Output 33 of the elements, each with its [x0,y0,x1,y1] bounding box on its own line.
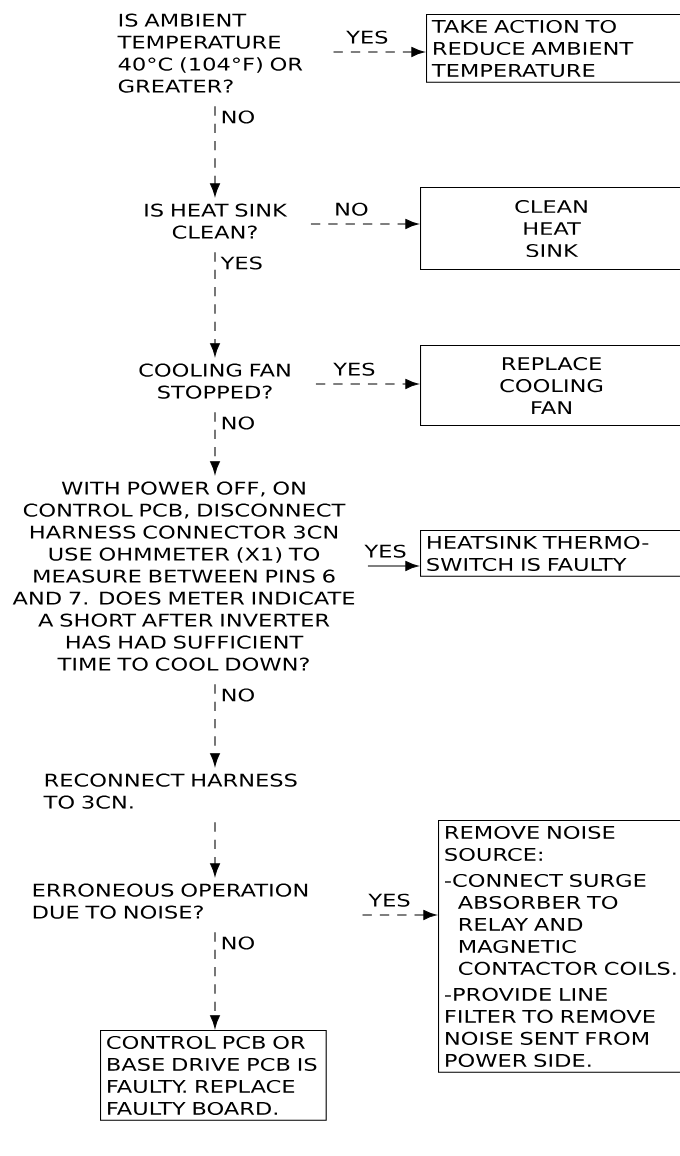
edge-label: YES [219,255,265,271]
arrow [310,219,419,229]
edge-label: YES [344,29,390,46]
arrow [210,821,220,877]
action-box: CLEAN HEAT SINK [420,187,680,271]
arrow [315,379,419,389]
edge-label: NO [219,935,257,951]
question-text: COOLING FAN STOPPED? [139,363,290,399]
edge-label: YES [331,361,377,378]
action-box: TAKE ACTION TO REDUCE AMBIENT TEMPERATURE [426,14,680,83]
action-box: CONTROL PCB OR BASE DRIVE PCB IS FAULTY. REPLACE FAULTY BOARD. [100,1030,327,1121]
arrow [362,910,437,920]
edge-label: NO [219,415,257,431]
edge-label: YES [367,892,412,909]
arrow [210,683,220,767]
action-box: HEATSINK THERMO-SWITCH IS FAULTY [420,530,680,577]
edge-label: NO [332,201,370,218]
edge-label: NO [219,687,257,703]
question-text: ERRONEOUS OPERATION DUE TO NOISE? [33,883,308,919]
action-box: REPLACE COOLING FAN [420,345,680,427]
edge-label: YES [363,543,409,560]
arrow [210,931,220,1029]
arrow [367,561,419,571]
question-text: WITH POWER OFF, ON CONTROL PCB, DISCONNECT HARNESS CONNECTOR 3CN USE OHMMETER (X1) TO MEASURE BETWEEN PINS 6 AND 7. DOES METER INDICATE A SHORT AFTER INVERTER HAS HAD SUFFICIENT TIME TO COOL DOWN? [12,481,355,671]
question-text: IS HEAT SINK CLEAN? [145,203,288,239]
question-text: RECONNECT HARNESS TO 3CN. [43,773,297,809]
action-box: REMOVE NOISE SOURCE: -CONNECT SURGE ABSORBER TO RELAY AND MAGNETIC CONTACTOR COILS. -PROVIDE LINE FILTER TO REMOVE NOISE SENT FROM POWER SIDE. [438,820,680,1073]
arrow [210,411,220,475]
question-text: IS AMBIENT TEMPERATURE 40°C (104°F) OR GREATER? [117,13,303,93]
edge-label: NO [219,109,257,125]
arrow [333,47,425,57]
arrow [210,251,220,357]
arrow [210,105,220,197]
